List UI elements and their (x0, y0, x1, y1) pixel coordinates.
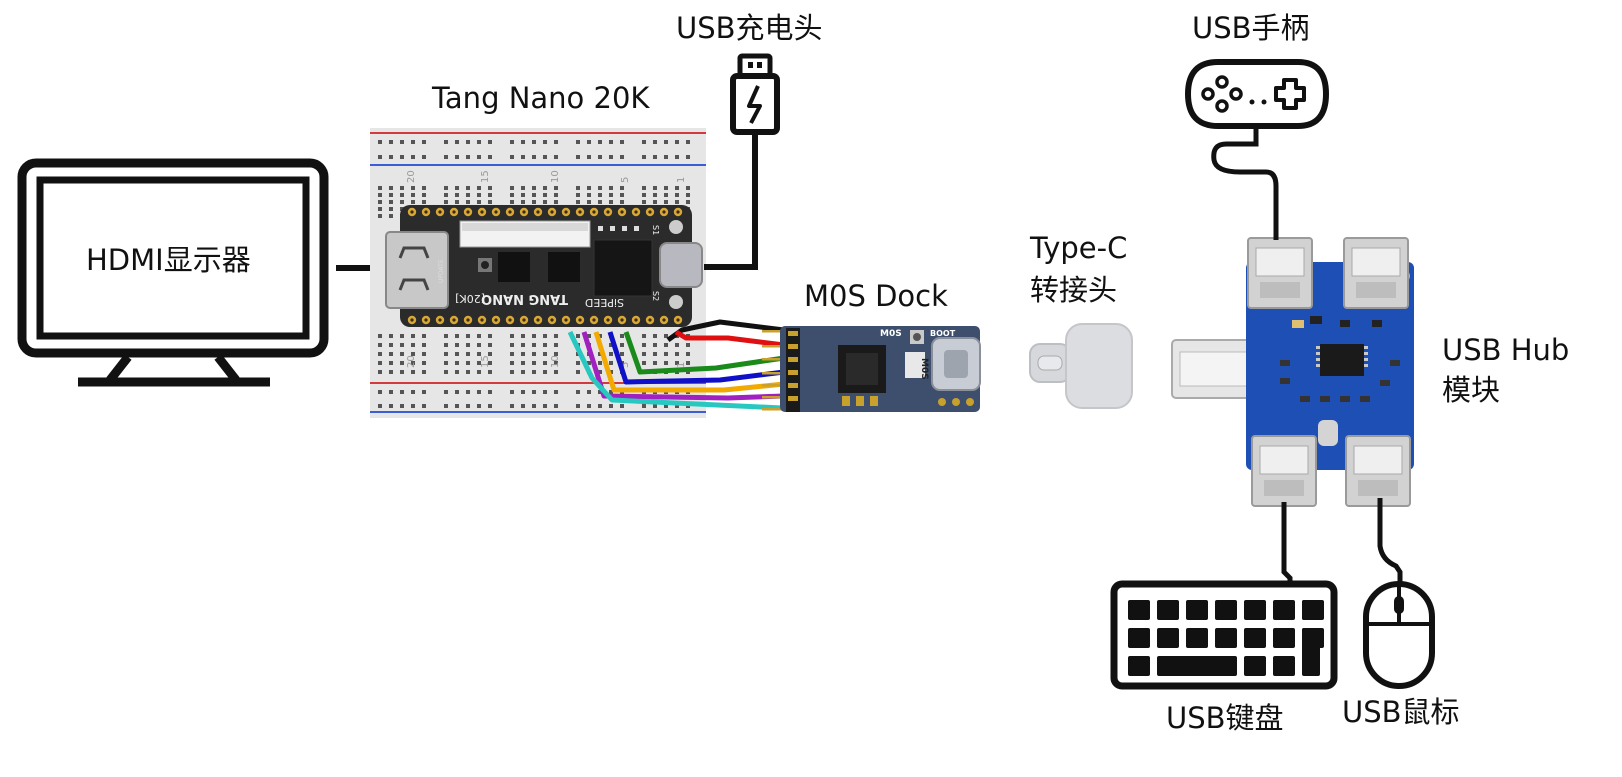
usb-hub-board (1171, 237, 1414, 507)
breadboard-number: 20 (406, 355, 417, 368)
adapter-label-line1: Type-C (1030, 231, 1128, 265)
keyboard-icon (1110, 580, 1338, 690)
board-label: Tang Nano 20K (432, 81, 650, 115)
charger-label: USB充电头 (676, 11, 823, 45)
hub-label-line2: 模块 (1442, 373, 1501, 407)
breadboard-number: 10 (550, 170, 561, 183)
monitor-label: HDMI显示器 (86, 243, 251, 277)
breadboard-number: 5 (620, 362, 631, 368)
board-s2-text: S2 (651, 291, 660, 301)
breadboard-number: 15 (480, 170, 491, 183)
gamepad-cable (1211, 126, 1279, 240)
gamepad-label: USB手柄 (1192, 11, 1310, 45)
mouse-icon (1363, 581, 1435, 689)
board-name-text: TANG NANO (481, 291, 568, 306)
breadboard-number: 20 (406, 170, 417, 183)
breadboard-number: 15 (480, 355, 491, 368)
breadboard-number: 5 (620, 177, 631, 183)
breadboard-number: 10 (550, 355, 561, 368)
dock-label: M0S Dock (804, 279, 948, 313)
gamepad-icon (1184, 59, 1330, 129)
tang-nano-board: SiPEED TANG NANO [20K] UPDATE S1 S2 (385, 205, 703, 327)
power-cable (704, 156, 758, 270)
keyboard-cable (1281, 502, 1293, 586)
mouse-cable (1377, 498, 1403, 594)
keyboard-label: USB键盘 (1166, 701, 1284, 735)
breadboard-number: 1 (676, 177, 687, 183)
m0s-dock-board: M0S BOOT M0S (762, 326, 981, 412)
board-variant-text: [20K] (455, 292, 485, 305)
type-c-adapter (1029, 323, 1133, 409)
hub-label-line1: USB Hub (1442, 333, 1570, 367)
board-update-text: UPDATE (438, 259, 445, 283)
breadboard-number: 1 (676, 362, 687, 368)
dock-boot-text: BOOT (930, 329, 956, 338)
board-s1-text: S1 (651, 225, 660, 235)
dupont-wires (567, 319, 785, 411)
usb-charger-icon (730, 53, 780, 156)
dock-chip-text: M0S (880, 329, 902, 339)
mouse-label: USB鼠标 (1342, 695, 1460, 729)
board-brand-text: SiPEED (585, 296, 624, 309)
adapter-label-line2: 转接头 (1030, 273, 1118, 307)
dock-side-text: M0S (919, 358, 929, 380)
monitor-icon (17, 158, 329, 387)
